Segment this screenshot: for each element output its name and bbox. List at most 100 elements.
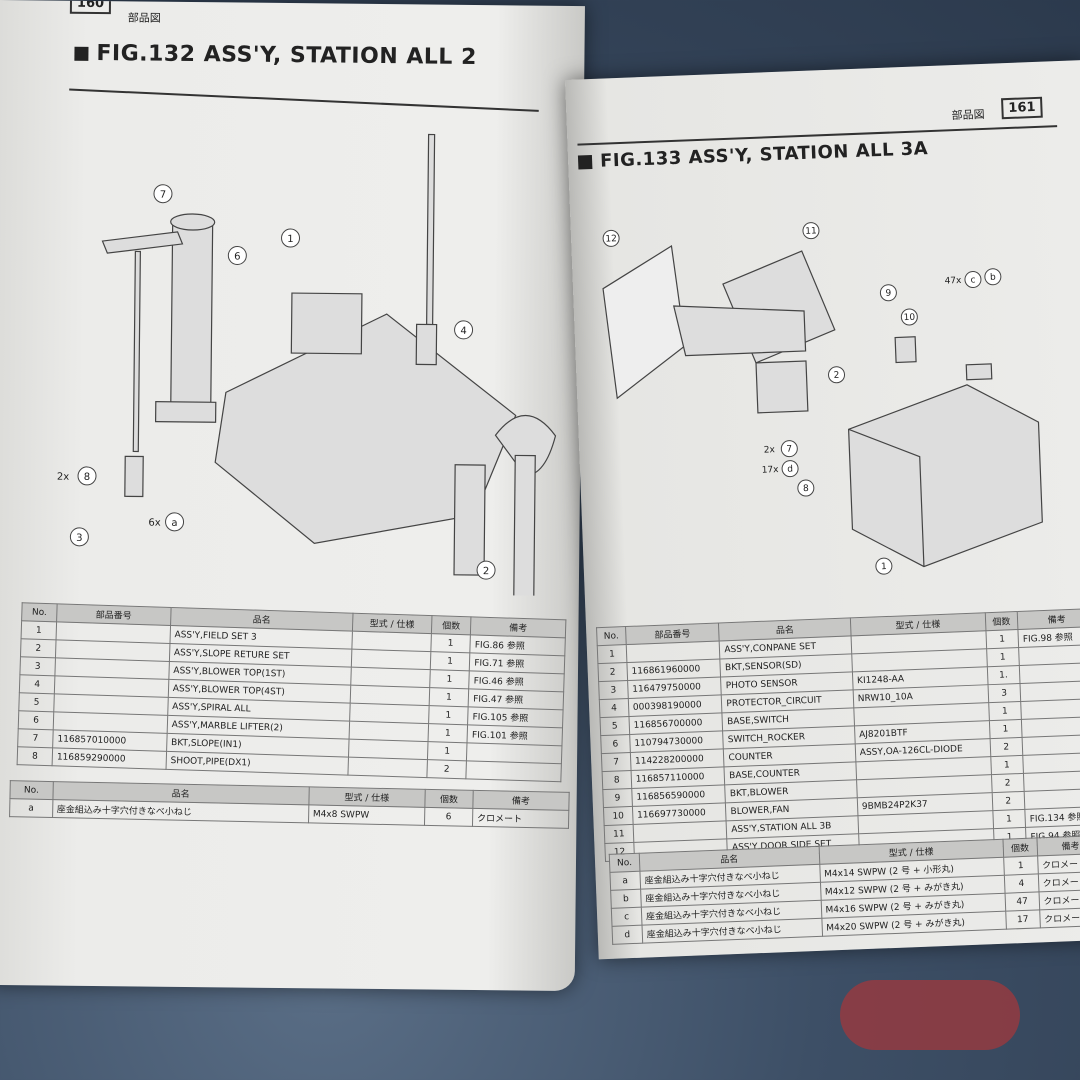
cell-qty: 1	[1003, 855, 1038, 876]
cell-qty: 1	[988, 701, 1022, 721]
cell-qty: 3	[987, 683, 1021, 703]
section-label: 部品図	[951, 107, 985, 123]
cell-model	[348, 757, 428, 778]
cell-no: 5	[18, 692, 55, 712]
col-remarks: 備考	[472, 790, 570, 811]
cell-remarks	[1018, 644, 1080, 666]
cell-no: 10	[603, 806, 633, 826]
cell-qty: 6	[424, 807, 473, 827]
cell-qty: 1	[985, 629, 1019, 649]
cell-no: 9	[602, 788, 633, 808]
col-no: No.	[609, 853, 640, 873]
cell-qty: 2	[426, 759, 467, 779]
cell-remarks: クロメート	[1037, 853, 1080, 874]
cell-remarks	[1022, 752, 1080, 774]
callout-8: 8	[803, 484, 809, 494]
cell-remarks: クロメート	[1037, 871, 1080, 892]
cell-no: 7	[601, 752, 631, 772]
cell-remarks: クロメート	[1038, 889, 1080, 910]
exploded-diagram: 12 11 9 10 47x c b 2 2x 7 17x d 8 1	[602, 222, 1043, 575]
cell-no: a	[9, 798, 53, 818]
col-remarks: 備考	[1036, 835, 1080, 856]
title-square-icon	[577, 154, 593, 170]
cell-qty: 1	[428, 705, 469, 725]
cell-remarks	[1021, 716, 1080, 738]
cell-remarks	[1022, 734, 1080, 756]
callout-2: 2	[833, 371, 839, 381]
cell-no: b	[610, 889, 642, 909]
cell-no: 6	[600, 734, 631, 754]
callout-4: 4	[460, 326, 466, 337]
cell-no: a	[609, 871, 641, 891]
callout-qty-2x: 2x	[764, 445, 776, 455]
figure-title-text: FIG.132 ASS'Y, STATION ALL 2	[96, 41, 477, 70]
cell-qty: 1	[992, 809, 1026, 829]
col-qty: 個数	[431, 615, 472, 635]
cell-qty: 2	[991, 791, 1025, 811]
cell-qty: 1	[429, 669, 470, 689]
callout-10: 10	[903, 313, 915, 323]
callout-qty-2x: 2x	[57, 472, 69, 483]
callout-9: 9	[885, 289, 891, 299]
cell-qty: 1	[427, 741, 468, 761]
section-label: 部品図	[127, 11, 161, 25]
cell-remarks	[466, 760, 562, 782]
cell-no: d	[612, 925, 643, 945]
cell-qty: 1	[990, 755, 1024, 775]
cell-no: 1	[21, 620, 57, 640]
cell-qty: 17	[1005, 909, 1040, 930]
cell-qty: 1	[430, 651, 471, 671]
callout-1: 1	[287, 234, 293, 245]
cell-qty: 1.	[986, 665, 1021, 685]
page-number: 161	[1001, 96, 1043, 120]
callout-6: 6	[234, 251, 240, 262]
callout-3: 3	[76, 533, 82, 544]
col-model: 型式 / 仕様	[308, 786, 426, 808]
callout-11: 11	[805, 226, 817, 236]
figure-title: FIG.132 ASS'Y, STATION ALL 2	[74, 41, 477, 70]
page-number: 160	[69, 0, 112, 15]
cell-no: 4	[599, 698, 629, 718]
cell-qty: 1	[427, 723, 468, 743]
cell-no: c	[611, 907, 642, 927]
cell-qty: 47	[1004, 891, 1040, 912]
cell-no: 5	[600, 716, 630, 736]
callout-7: 7	[786, 445, 792, 455]
cell-qty: 2	[991, 773, 1025, 793]
carpet-pattern	[840, 980, 1020, 1050]
callout-8: 8	[84, 472, 90, 483]
cell-no: 8	[17, 746, 53, 766]
cell-qty: 1	[986, 647, 1020, 667]
cell-qty: 2	[989, 737, 1023, 757]
cell-qty: 1	[988, 719, 1023, 739]
cell-part-number: 116859290000	[52, 747, 167, 770]
figure-title-text: FIG.133 ASS'Y, STATION ALL 3A	[599, 138, 929, 172]
cell-no: 2	[20, 638, 57, 658]
cell-remarks	[1020, 698, 1080, 720]
cell-no: 11	[604, 824, 634, 844]
cell-no: 7	[17, 728, 54, 748]
cell-remarks: FIG.98 参照	[1017, 626, 1080, 648]
cell-no: 3	[19, 656, 56, 676]
callout-12: 12	[605, 234, 617, 244]
cell-remarks	[1020, 680, 1080, 702]
col-remarks: 備考	[1017, 608, 1080, 630]
cell-no: 3	[598, 680, 629, 700]
col-qty: 個数	[984, 611, 1018, 631]
cell-no: 8	[602, 770, 632, 790]
right-page: 部品図 161 FIG.133 ASS'Y, STATION ALL 3A 12…	[565, 60, 1080, 960]
col-qty: 個数	[424, 789, 474, 809]
col-no: No.	[596, 626, 627, 646]
col-no: No.	[21, 602, 58, 622]
cell-no: 4	[19, 674, 55, 694]
callout-a: a	[171, 518, 177, 529]
callout-c: c	[970, 275, 975, 285]
callout-1: 1	[881, 562, 887, 572]
callout-d: d	[787, 465, 793, 475]
callout-b: b	[990, 273, 996, 283]
col-no: No.	[9, 780, 53, 800]
